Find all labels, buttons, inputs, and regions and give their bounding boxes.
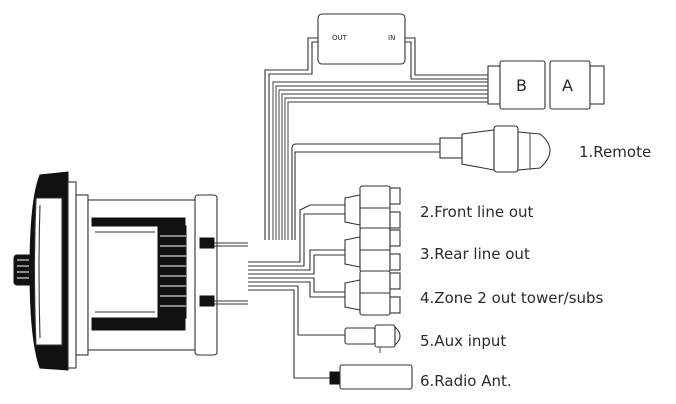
svg-text:A: A	[562, 76, 573, 95]
label-remote: 1.Remote	[579, 143, 651, 161]
label-aux-input: 5.Aux input	[420, 332, 506, 350]
label-zone2-out: 4.Zone 2 out tower/subs	[420, 289, 604, 307]
label-front-line-out: 2.Front line out	[420, 203, 534, 221]
connector-a: A	[549, 60, 605, 110]
heat-sink-fins	[157, 225, 187, 319]
remote-connector: RED	[291, 125, 551, 240]
main-harness	[272, 81, 490, 240]
label-rear-line-out: 3.Rear line out	[420, 245, 530, 263]
out-in-module: OUT IN	[264, 13, 490, 240]
rca-rear-line-out	[344, 227, 401, 273]
out-label: OUT	[332, 34, 348, 42]
label-radio-ant: 6.Radio Ant.	[420, 372, 512, 390]
stereo-head-unit	[13, 171, 248, 371]
aux-input-jack	[344, 324, 401, 353]
rca-zone2-out	[344, 270, 401, 316]
radio-antenna-connector	[329, 364, 413, 390]
rca-harness	[248, 204, 345, 379]
connector-b: B	[487, 60, 546, 110]
rca-front-line-out	[344, 185, 401, 231]
in-label: IN	[388, 34, 395, 42]
svg-text:B: B	[516, 76, 527, 95]
